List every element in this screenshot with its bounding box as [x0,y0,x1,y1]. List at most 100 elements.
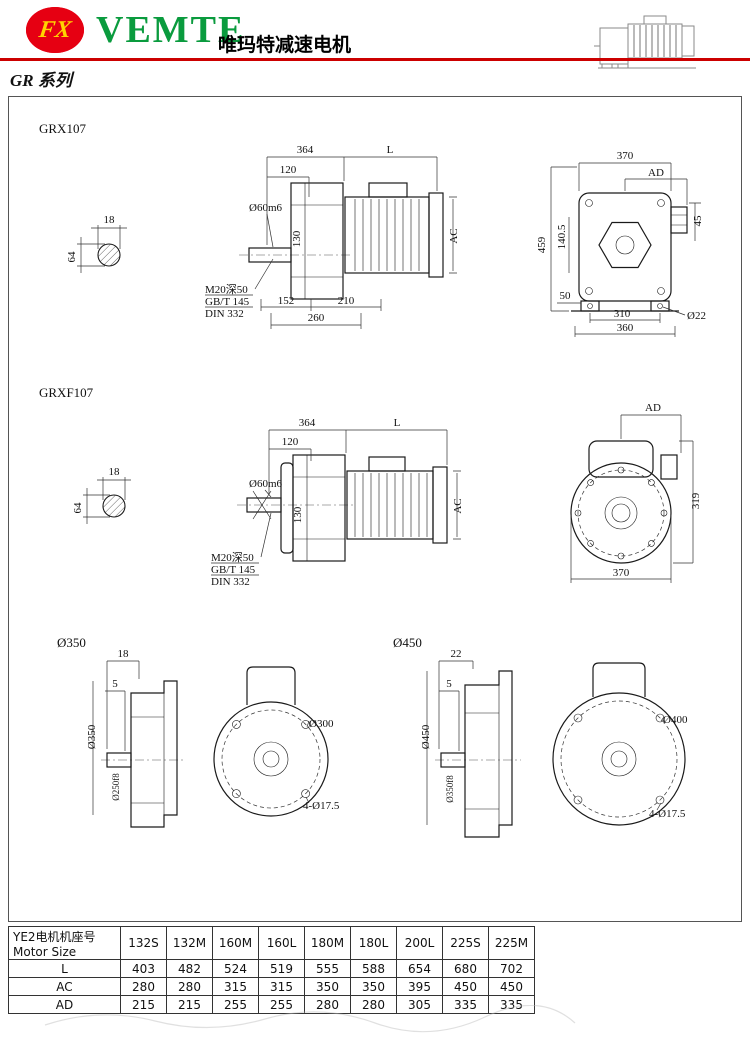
grx107-title: GRX107 [39,121,86,136]
dim-152-label: 152 [278,295,295,307]
dim-AC-label: AC [452,498,464,513]
dim-d250-label: Ø250f8 [111,773,121,801]
dim-5-label: 5 [112,678,118,690]
product-thumbnail-image [594,15,696,69]
dim-d400-label: Ø400 [663,714,688,726]
dim-d450-label: Ø450 [420,724,432,749]
dim-310-label: 310 [614,308,631,320]
cell-AC-132s: 280 [120,977,167,996]
content-frame: GRX107 18 64 364 L 120 Ø60m6 [8,96,742,922]
cell-AD-160m: 255 [212,995,259,1014]
table-header-cell: YE2电机机座号 Motor Size [8,926,121,960]
cell-AC-132m: 280 [166,977,213,996]
cell-L-180l: 588 [350,959,397,978]
dim-130-label: 130 [292,506,304,523]
flange-drawings: Ø350 Ø450 18 5 Ø350 Ø250f8 Ø300 [57,635,688,838]
thumb-motor [627,23,683,59]
dim-319-label: 319 [690,492,702,509]
dim-18-label: 18 [118,648,130,660]
col-header-180l: 180L [350,926,397,960]
cell-L-200l: 654 [396,959,443,978]
cell-AC-180m: 350 [304,977,351,996]
dim-210-label: 210 [338,295,355,307]
header-divider-rule [0,58,750,61]
grxf107-end-view: AD 319 370 [570,402,702,583]
dim-64-label: 64 [66,251,78,263]
std1-label: GB/T 145 [205,296,250,308]
dim-140-label: 140.5 [556,224,568,249]
cell-AD-225m: 335 [488,995,535,1014]
cell-AC-225m: 450 [488,977,535,996]
dimension-table: YE2电机机座号 Motor Size 132S 132M 160M 160L … [8,926,535,1014]
table-row-L: L 403 482 524 519 555 588 654 680 702 [8,959,535,978]
col-header-160m: 160M [212,926,259,960]
cell-AC-160m: 315 [212,977,259,996]
cell-AC-225s: 450 [442,977,489,996]
brand-logo: FX [26,7,84,53]
flange350-title: Ø350 [57,635,86,650]
dim-d350f8-label: Ø350f8 [445,775,455,803]
row-label-AC: AC [8,977,121,996]
cell-L-180m: 555 [304,959,351,978]
flange450-holes-label: 4-Ø17.5 [649,808,686,820]
dim-360-label: 360 [617,322,634,334]
std2-label: DIN 332 [211,576,250,588]
watermark-squiggle [44,1005,576,1033]
table-row-AC: AC 280 280 315 315 350 350 395 450 450 [8,977,535,996]
dim-AD-label: AD [648,167,664,179]
cell-AD-200l: 305 [396,995,443,1014]
cell-AD-180l: 280 [350,995,397,1014]
dim-50-label: 50 [560,290,572,302]
dim-18-label: 18 [109,466,121,478]
dim-64-label: 64 [72,502,84,514]
col-header-132s: 132S [120,926,167,960]
cell-L-132s: 403 [120,959,167,978]
dim-d60-label: Ø60m6 [249,478,283,490]
dim-L-label: L [387,144,394,156]
col-header-225s: 225S [442,926,489,960]
table-header-cn: YE2电机机座号 [13,929,96,944]
thread-note-label: M20深50 [205,283,248,296]
dim-45-label: 45 [692,215,704,227]
grxf107-shaft-section: 18 64 [72,466,131,524]
flange350-front-view: Ø300 4-Ø17.5 [213,666,340,817]
dim-260-label: 260 [308,312,325,324]
dim-5-label: 5 [446,678,452,690]
logo-text: FX [37,16,73,43]
cell-AC-200l: 395 [396,977,443,996]
dim-d22-label: Ø22 [687,310,706,322]
brand-name: VEMTE [96,9,246,51]
cell-AC-160l: 315 [258,977,305,996]
cell-AD-180m: 280 [304,995,351,1014]
thread-note-label: M20深50 [211,551,254,564]
dim-AC-label: AC [448,228,460,243]
dim-120-label: 120 [282,436,299,448]
col-header-180m: 180M [304,926,351,960]
std1-label: GB/T 145 [211,564,256,576]
dim-370-label: 370 [617,150,634,162]
cell-L-225m: 702 [488,959,535,978]
cell-AD-132m: 215 [166,995,213,1014]
grx107-end-view: 370 AD 459 140.5 45 50 310 360 Ø22 [536,150,706,337]
flange450-side-view: 22 5 Ø450 Ø350f8 [420,648,521,838]
std2-label: DIN 332 [205,308,244,320]
dim-370-label: 370 [613,567,630,579]
dim-120-label: 120 [280,164,297,176]
cell-AC-180l: 350 [350,977,397,996]
brand-subtitle: 唯玛特减速电机 [218,35,352,56]
dim-364-label: 364 [297,144,314,156]
row-label-L: L [8,959,121,978]
dim-d300-label: Ø300 [309,718,334,730]
dim-18-label: 18 [104,214,116,226]
cell-AD-225s: 335 [442,995,489,1014]
cell-L-225s: 680 [442,959,489,978]
grx107-side-view: 364 L 120 Ø60m6 130 AC M20深50 GB/T 145 D… [205,144,460,329]
flange450-front-view: Ø400 4-Ø17.5 [552,662,688,826]
cell-L-160l: 519 [258,959,305,978]
table-header-en: Motor Size [13,944,77,959]
table-row-AD: AD 215 215 255 255 280 280 305 335 335 [8,995,535,1014]
grx107-drawing: GRX107 18 64 364 L 120 Ø60m6 [39,121,706,337]
dim-L-label: L [394,417,401,429]
flange350-side-view: 18 5 Ø350 Ø250f8 [86,648,185,828]
col-header-160l: 160L [258,926,305,960]
